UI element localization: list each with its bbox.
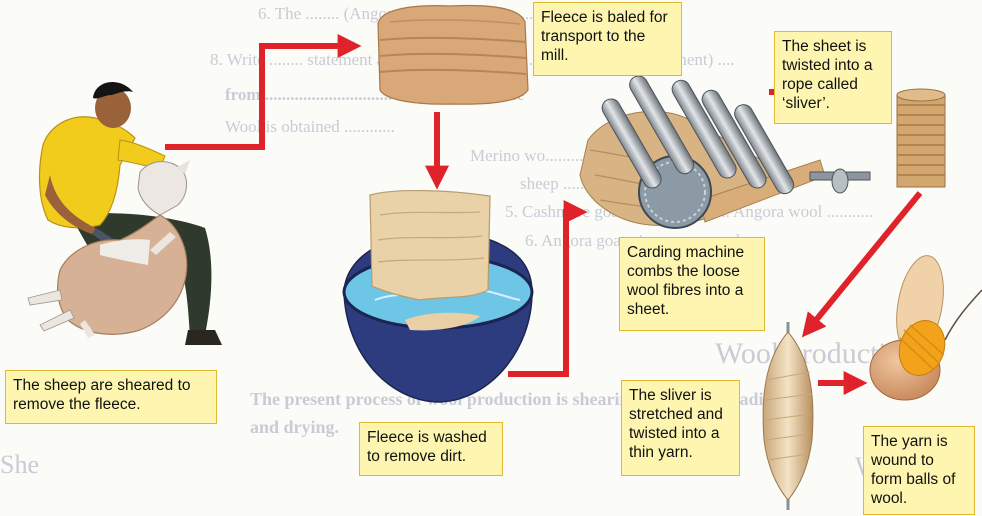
carding-machine bbox=[579, 75, 946, 229]
caption-stretching: The sliver is stretched and twisted into… bbox=[621, 380, 740, 476]
spinning-spindle bbox=[762, 322, 814, 510]
wool-ball bbox=[869, 255, 982, 401]
arrow-coil-to-spindle bbox=[801, 191, 923, 338]
fleece-bale bbox=[377, 4, 529, 105]
caption-sliver: The sheet is twisted into a rope called … bbox=[774, 31, 892, 124]
caption-washing: Fleece is washed to remove dirt. bbox=[359, 422, 503, 476]
caption-balling: The yarn is wound to form balls of wool. bbox=[863, 426, 975, 515]
process-arrows bbox=[165, 34, 923, 395]
arrow-shear-to-bale bbox=[165, 34, 362, 150]
caption-shearing: The sheep are sheared to remove the flee… bbox=[5, 370, 217, 424]
washing-bowl bbox=[342, 189, 534, 403]
caption-carding: Carding machine combs the loose wool fib… bbox=[619, 237, 765, 331]
caption-baling: Fleece is baled for transport to the mil… bbox=[533, 2, 682, 76]
shearer-with-sheep bbox=[27, 81, 222, 345]
arrow-wash-to-carding bbox=[508, 200, 588, 377]
